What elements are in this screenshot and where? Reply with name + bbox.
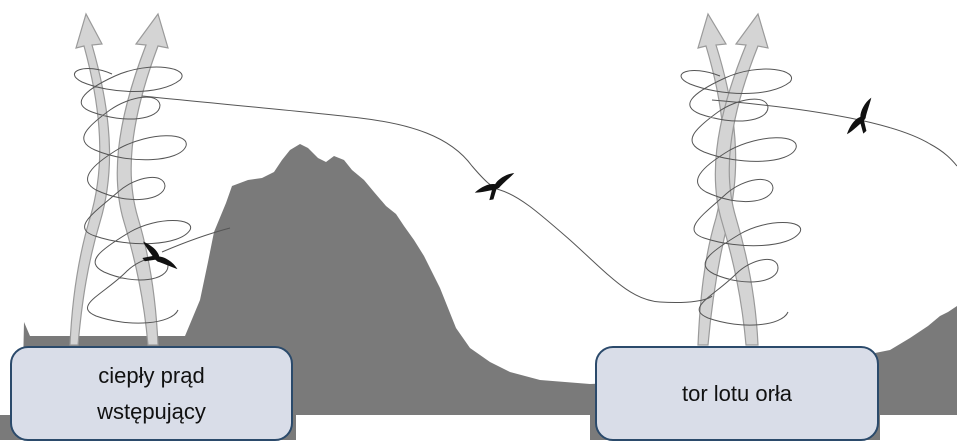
- flight-path-label: tor lotu orła: [681, 380, 793, 406]
- spiral-path-right: [680, 68, 802, 326]
- eagle-icon: [474, 173, 515, 201]
- eagle-icon: [846, 97, 872, 135]
- flight-path-label-box: tor lotu orła: [595, 346, 879, 441]
- eagle-flight-path-lower: [161, 227, 231, 253]
- thermal-label: ciepły prąd wstępujący: [97, 362, 206, 424]
- up-arrow-icon: [697, 12, 737, 346]
- up-arrow-icon: [69, 12, 111, 346]
- eagle-flight-path-upper: [711, 99, 957, 167]
- thermal-arrows-left: [69, 12, 169, 346]
- thermal-label-box: ciepły prąd wstępujący: [10, 346, 293, 441]
- eagle-icon: [142, 241, 178, 270]
- spiral-path-left: [74, 66, 192, 324]
